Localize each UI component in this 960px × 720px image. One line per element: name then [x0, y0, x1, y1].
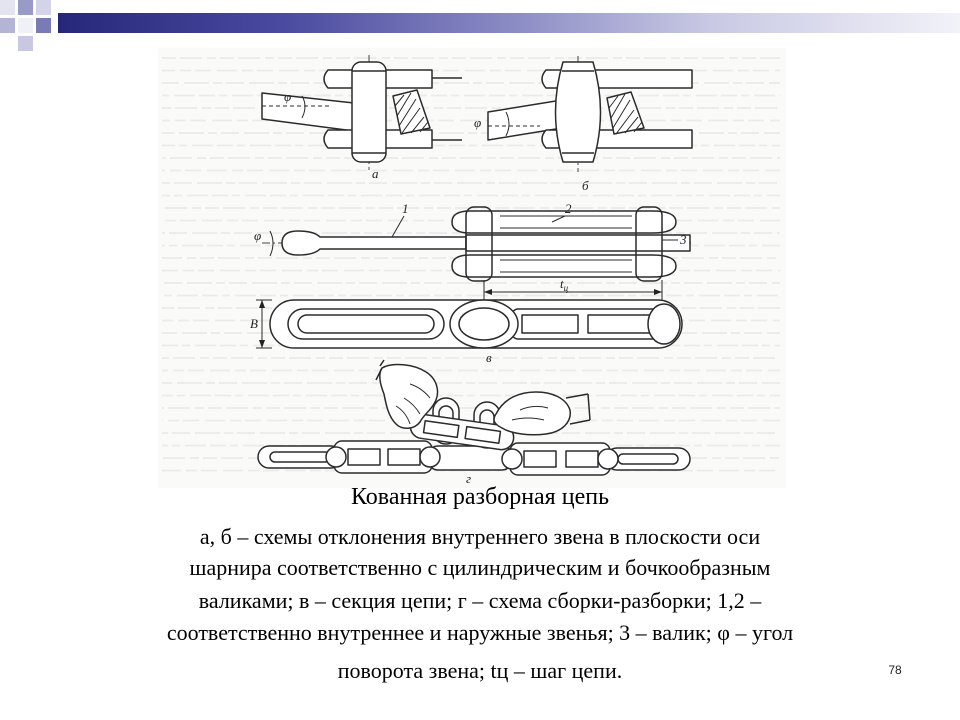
hatch-lines: [394, 92, 429, 134]
barrel-pin: [554, 61, 602, 163]
left-hand: [379, 363, 439, 429]
corner-square: [36, 0, 51, 15]
pin-3: [635, 206, 663, 282]
corner-square: [18, 0, 33, 15]
view-v-label: в: [486, 350, 492, 365]
hatch-lines: [608, 93, 643, 135]
inner-link-slot: [287, 308, 445, 340]
dim-arrow: [259, 340, 265, 348]
outer-link-2-top-plate: [451, 210, 677, 234]
slide-number: 78: [888, 663, 902, 677]
view-g-assembly: г: [257, 359, 691, 486]
view-a-cylindrical-pin: φ а: [261, 55, 462, 181]
corner-square: [18, 18, 33, 33]
caption-line: поворота звена; tц – шаг цепи.: [337, 658, 623, 683]
chain-joint: [597, 448, 619, 470]
dim-arrow: [654, 289, 662, 295]
pin-label: 3: [679, 232, 687, 247]
left-hand-fingers: [395, 383, 431, 425]
angle-label: φ: [254, 228, 261, 243]
pitch-symbol: t: [560, 276, 564, 291]
view-a-label: а: [372, 166, 379, 181]
joint-ring-inner: [458, 307, 510, 341]
outer-link-label: 2: [565, 201, 572, 216]
inner-link-label: 1: [402, 201, 409, 216]
right-hand: [493, 391, 571, 436]
outer-link-2-bottom-plate: [451, 254, 677, 278]
inner-link-slot-inner: [297, 314, 435, 334]
caption-line: а, б – схемы отклонения внутреннего звен…: [199, 524, 761, 549]
right-hand-fingers: [511, 405, 549, 421]
chain-link-window: [347, 448, 381, 466]
angle-arc: [301, 95, 306, 119]
plate-neck: [500, 259, 632, 273]
angle-label: φ: [474, 115, 481, 130]
chain-link-block: [509, 442, 611, 476]
right-sleeve: [565, 393, 591, 425]
angle-label: φ: [284, 89, 291, 104]
cylindrical-pin: [351, 61, 387, 163]
view-v-chain-section: tц B в: [250, 276, 683, 365]
view-b-barrel-pin: φ б: [474, 56, 693, 193]
header-gradient-bar: [58, 13, 960, 33]
chain-joint: [325, 446, 347, 468]
outer-link-window: [521, 314, 579, 334]
caption-line: соответственно внутреннее и наружные зве…: [166, 620, 794, 645]
joint-ring: [449, 299, 519, 349]
hatched-section: [392, 89, 431, 135]
leader-line-2: [551, 215, 566, 223]
chain-joint: [501, 448, 523, 470]
pitch-label: tц: [560, 276, 569, 293]
diagonal-link-window: [464, 425, 502, 444]
end-ring: [647, 303, 681, 345]
view-g-label: г: [466, 471, 471, 486]
corner-square: [0, 0, 15, 15]
chain-link-window: [523, 450, 557, 468]
chain-drawing: φ а φ б: [158, 48, 786, 488]
diagonal-link-window: [422, 420, 460, 439]
chain-side-view: 1 2 3 φ: [254, 201, 692, 282]
pitch-subscript: ц: [564, 283, 569, 293]
view-b-label: б: [582, 178, 589, 193]
pin-3: [465, 206, 493, 282]
dim-arrow: [259, 300, 265, 308]
left-sleeve: [375, 359, 385, 381]
caption-line: шарнира соответственно с цилиндрическим …: [189, 555, 771, 580]
angle-arc: [269, 230, 274, 257]
corner-square: [0, 18, 15, 33]
inner-link-body: [465, 234, 691, 252]
figure-title: Кованная разборная цепь: [350, 484, 610, 510]
plate-neck: [500, 215, 632, 229]
chain-joint: [419, 446, 441, 468]
angle-arc: [505, 111, 510, 137]
dim-arrow: [484, 289, 492, 295]
corner-square: [18, 36, 33, 51]
leader-line-1: [391, 215, 405, 238]
corner-square: [36, 18, 51, 33]
width-label: B: [250, 316, 258, 331]
caption-line: валиками; в – секция цепи; г – схема сбо…: [198, 588, 762, 613]
